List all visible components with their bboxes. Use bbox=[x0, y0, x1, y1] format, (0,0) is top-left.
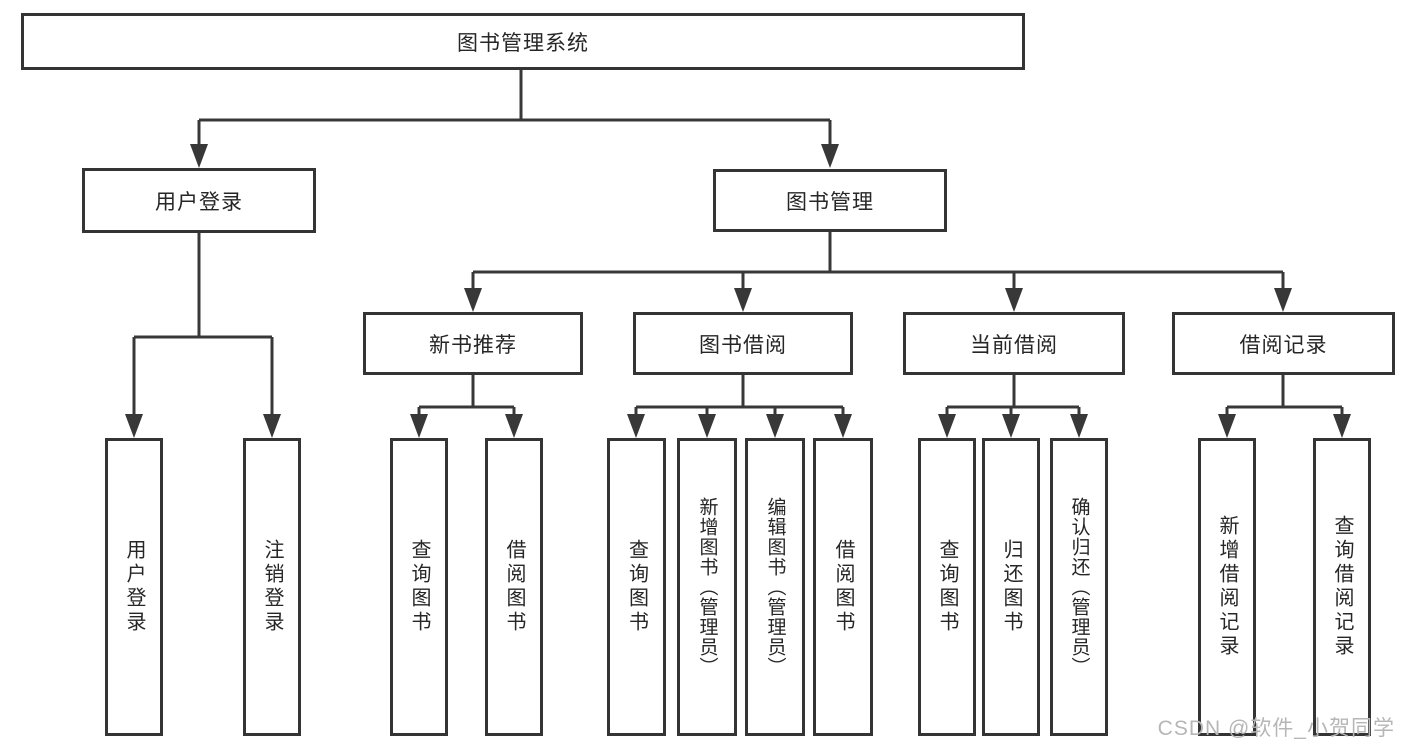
leaf-label: 注销登录 bbox=[261, 539, 283, 635]
leaf-label: 编辑图书（管理员） bbox=[764, 497, 786, 677]
node-label: 当前借阅 bbox=[970, 333, 1058, 357]
leaf-user-login: 用户登录 bbox=[105, 438, 163, 736]
leaf-label: 查询图书 bbox=[625, 539, 648, 635]
leaf-label: 用户登录 bbox=[123, 539, 145, 635]
leaf-confirm-return-admin: 确认归还（管理员） bbox=[1050, 438, 1108, 736]
leaf-query-borrow-record: 查询借阅记录 bbox=[1313, 438, 1371, 736]
leaf-label: 归还图书 bbox=[1000, 539, 1022, 635]
node-label: 用户登录 bbox=[155, 190, 243, 214]
leaf-borrow-books-borrowing: 借阅图书 bbox=[813, 438, 873, 736]
leaf-borrow-books-newbook: 借阅图书 bbox=[485, 438, 543, 736]
leaf-query-books-borrowing: 查询图书 bbox=[607, 438, 666, 736]
leaf-label: 新增借阅记录 bbox=[1216, 515, 1238, 659]
leaf-label: 借阅图书 bbox=[832, 539, 854, 635]
node-label: 图书管理系统 bbox=[457, 31, 589, 55]
leaf-return-books: 归还图书 bbox=[982, 438, 1040, 736]
leaf-query-books-newbook: 查询图书 bbox=[390, 438, 448, 736]
node-label: 图书管理 bbox=[786, 190, 874, 214]
node-book-borrowing: 图书借阅 bbox=[633, 312, 853, 375]
node-label: 新书推荐 bbox=[429, 333, 517, 357]
node-system-root: 图书管理系统 bbox=[21, 13, 1025, 70]
leaf-query-books-current: 查询图书 bbox=[918, 438, 976, 736]
node-book-management: 图书管理 bbox=[713, 169, 947, 232]
node-user-login: 用户登录 bbox=[82, 168, 316, 233]
csdn-watermark: CSDN @软件_小贺同学 bbox=[1157, 717, 1395, 740]
node-current-borrowing: 当前借阅 bbox=[903, 312, 1125, 375]
leaf-logout: 注销登录 bbox=[243, 438, 301, 736]
node-new-book-recommend: 新书推荐 bbox=[363, 312, 583, 375]
leaf-label: 借阅图书 bbox=[503, 539, 525, 635]
leaf-add-books-admin: 新增图书（管理员） bbox=[677, 438, 737, 736]
leaf-label: 新增图书（管理员） bbox=[696, 497, 718, 677]
leaf-label: 查询图书 bbox=[936, 539, 958, 635]
leaf-add-borrow-record: 新增借阅记录 bbox=[1198, 438, 1256, 736]
leaf-label: 查询借阅记录 bbox=[1331, 515, 1353, 659]
leaf-edit-books-admin: 编辑图书（管理员） bbox=[745, 438, 805, 736]
leaf-label: 确认归还（管理员） bbox=[1068, 497, 1090, 677]
node-label: 图书借阅 bbox=[699, 333, 787, 357]
leaf-label: 查询图书 bbox=[408, 539, 430, 635]
node-borrowing-records: 借阅记录 bbox=[1172, 312, 1395, 375]
node-label: 借阅记录 bbox=[1239, 333, 1328, 357]
